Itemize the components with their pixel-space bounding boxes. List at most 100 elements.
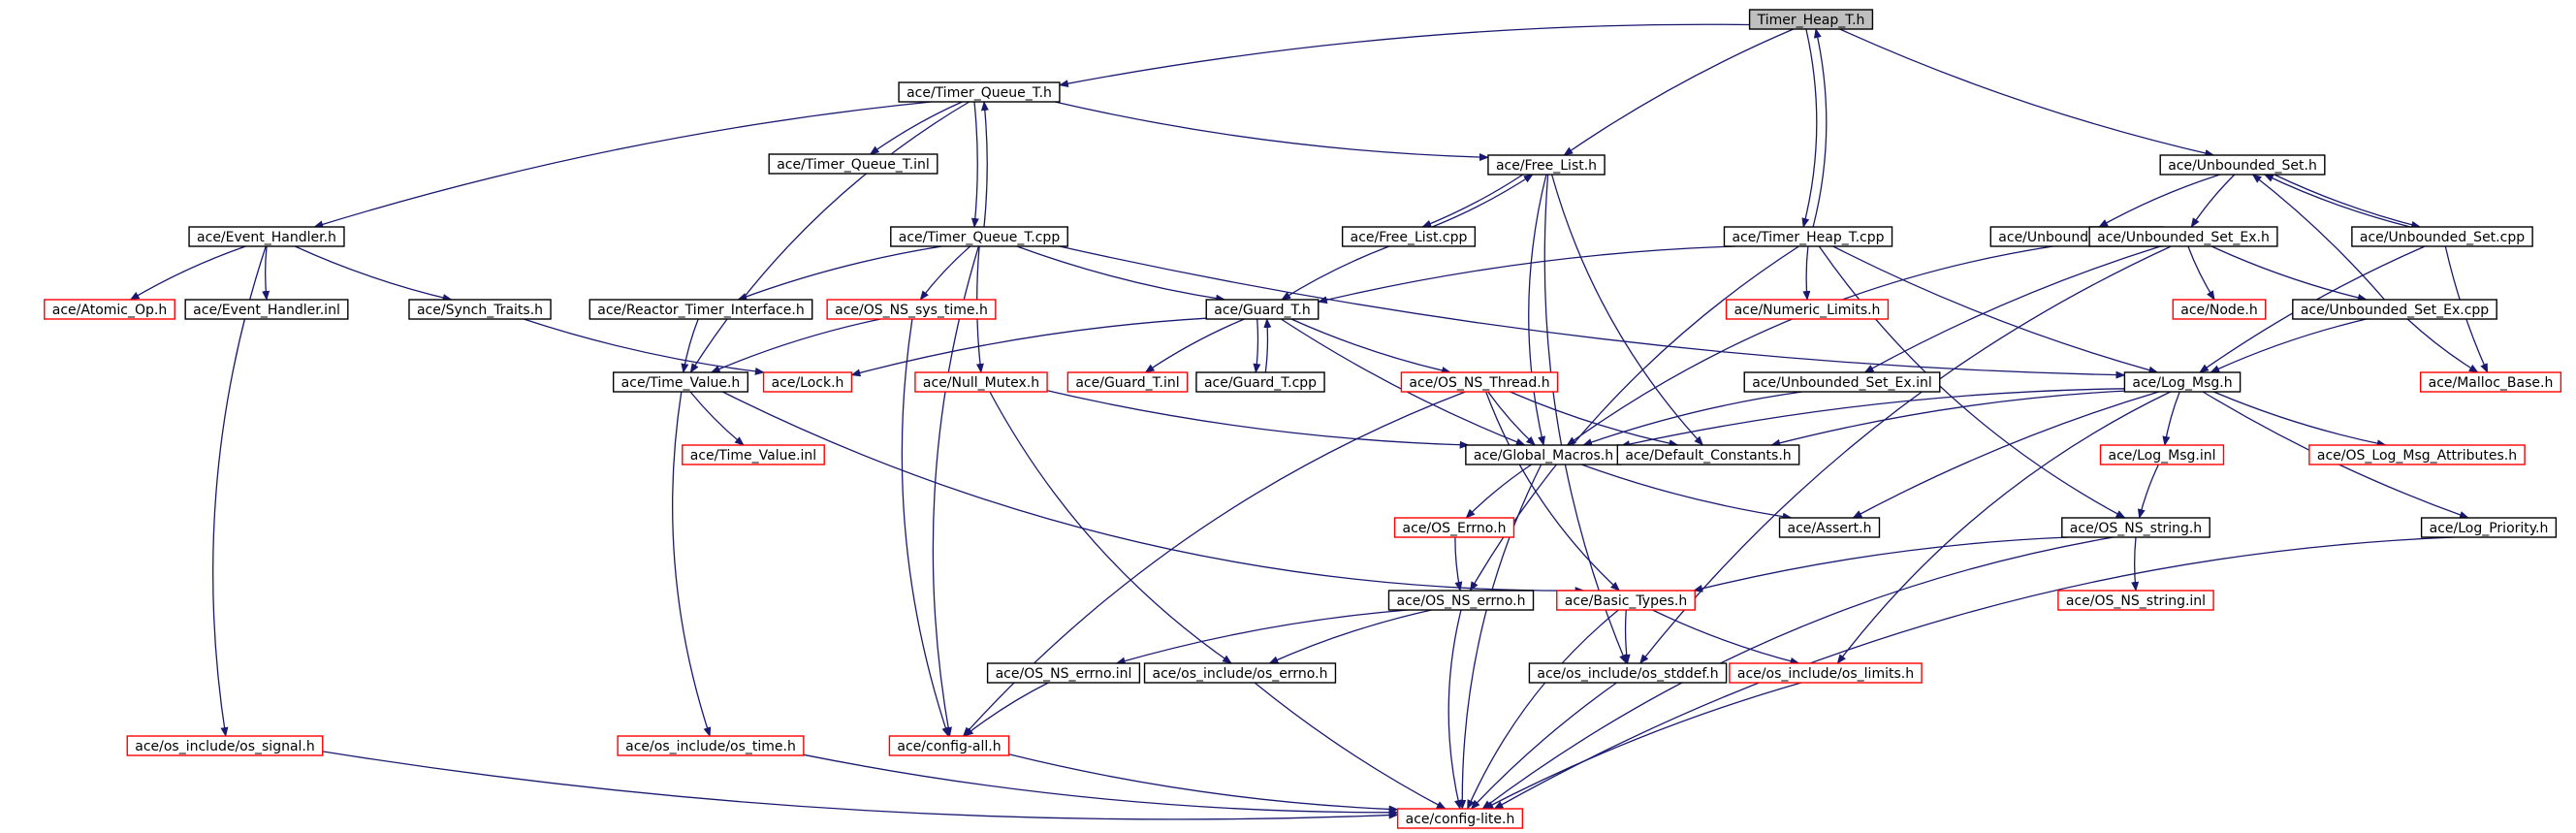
node-box — [1205, 299, 1320, 320]
node-label: ace/Global_Macros.h — [1474, 448, 1613, 464]
node-ace-log-msg-inl[interactable]: ace/Log_Msg.inl — [2099, 444, 2225, 465]
edge-n9-n31 — [1566, 245, 2053, 446]
edge-n31-n36 — [1581, 464, 1793, 521]
node-ace-time-value-inl[interactable]: ace/Time_Value.inl — [682, 444, 825, 465]
node-ace-timer-queue-t-h[interactable]: ace/Timer_Queue_T.h — [898, 81, 1061, 103]
node-ace-timer-queue-t-cpp[interactable]: ace/Timer_Queue_T.cpp — [890, 226, 1068, 247]
node-ace-log-msg-h[interactable]: ace/Log_Msg.h — [2123, 371, 2242, 393]
edge-n6-n1 — [980, 101, 989, 228]
node-ace-node-h[interactable]: ace/Node.h — [2172, 299, 2267, 320]
node-label: ace/Timer_Queue_T.cpp — [899, 230, 1061, 245]
node-box — [826, 299, 997, 320]
node-ace-default-constants-h[interactable]: ace/Default_Constants.h — [1616, 444, 1800, 465]
node-ace-os-include-os-limits-h[interactable]: ace/os_include/os_limits.h — [1729, 662, 1923, 684]
node-label: ace/OS_NS_sys_time.h — [835, 303, 988, 318]
node-ace-os-ns-string-inl[interactable]: ace/OS_NS_string.inl — [2057, 590, 2214, 611]
node-ace-os-ns-string-h[interactable]: ace/OS_NS_string.h — [2061, 517, 2210, 538]
node-ace-unbounded-set-cpp[interactable]: ace/Unbounded_Set.cpp — [2351, 226, 2533, 247]
edge-n28-n31 — [1620, 388, 2125, 448]
node-ace-os-include-os-signal-h[interactable]: ace/os_include/os_signal.h — [126, 735, 324, 756]
edge-n0-n1 — [1058, 23, 1750, 88]
node-timer-heap-t-h[interactable]: Timer_Heap_T.h — [1748, 9, 1874, 30]
node-ace-os-ns-errno-h[interactable]: ace/OS_NS_errno.h — [1387, 590, 1535, 611]
node-ace-assert-h[interactable]: ace/Assert.h — [1778, 517, 1881, 538]
edge-n15-n22 — [681, 318, 699, 373]
node-box — [1400, 371, 1559, 393]
edge-n37-n49 — [1481, 536, 2114, 810]
node-ace-log-priority-h[interactable]: ace/Log_Priority.h — [2420, 517, 2558, 538]
edge-n17-n26 — [1290, 318, 1452, 374]
node-label: ace/Default_Constants.h — [1625, 448, 1791, 464]
node-ace-malloc-base-h[interactable]: ace/Malloc_Base.h — [2419, 371, 2562, 393]
edge-n28-n32 — [1770, 390, 2125, 447]
edge-n8-n28 — [1832, 245, 2159, 374]
node-label: ace/config-lite.h — [1406, 812, 1515, 827]
node-ace-unbounded-set-ex-inl[interactable]: ace/Unbounded_Set_Ex.inl — [1743, 371, 1941, 393]
edge-n3-n11 — [2274, 174, 2422, 229]
node-ace-synch-traits-h[interactable]: ace/Synch_Traits.h — [408, 299, 552, 320]
node-label: ace/Guard_T.h — [1214, 303, 1311, 318]
node-ace-os-ns-thread-h[interactable]: ace/OS_NS_Thread.h — [1400, 371, 1559, 393]
node-box — [1066, 371, 1189, 393]
node-ace-atomic-op-h[interactable]: ace/Atomic_Op.h — [44, 299, 175, 320]
node-ace-os-errno-h[interactable]: ace/OS_Errno.h — [1393, 517, 1515, 538]
node-box — [1743, 371, 1941, 393]
node-label: ace/Free_List.h — [1496, 158, 1597, 174]
edge-n25-n17 — [1263, 318, 1272, 373]
node-ace-free-list-cpp[interactable]: ace/Free_List.cpp — [1341, 226, 1477, 247]
node-ace-time-value-h[interactable]: ace/Time_Value.h — [612, 371, 749, 393]
edge-n31-n35 — [1465, 464, 1533, 519]
node-ace-event-handler-h[interactable]: ace/Event_Handler.h — [188, 226, 345, 247]
node-ace-guard-t-cpp[interactable]: ace/Guard_T.cpp — [1195, 371, 1325, 393]
node-ace-os-ns-sys-time-h[interactable]: ace/OS_NS_sys_time.h — [826, 299, 997, 320]
edge-n16-n22 — [710, 318, 881, 373]
edge-n26-n32 — [1510, 391, 1679, 448]
node-box — [408, 299, 552, 320]
node-ace-os-include-os-stddef-h[interactable]: ace/os_include/os_stddef.h — [1528, 662, 1728, 684]
node-ace-os-log-msg-attributes-h[interactable]: ace/OS_Log_Msg_Attributes.h — [2308, 444, 2526, 465]
edge-n23-n31 — [1046, 390, 1470, 449]
node-label: ace/OS_NS_string.h — [2070, 521, 2202, 536]
node-box — [898, 81, 1061, 103]
node-ace-unbounded-set-ex-h[interactable]: ace/Unbounded_Set_Ex.h — [2088, 226, 2278, 247]
node-label: ace/Log_Msg.inl — [2109, 448, 2216, 464]
node-ace-os-ns-errno-inl[interactable]: ace/OS_NS_errno.inl — [986, 662, 1141, 684]
edge-n20-n28 — [2210, 318, 2367, 373]
node-ace-global-macros-h[interactable]: ace/Global_Macros.h — [1465, 444, 1622, 465]
node-ace-timer-heap-t-cpp[interactable]: ace/Timer_Heap_T.cpp — [1723, 226, 1893, 247]
node-box — [44, 299, 175, 320]
node-ace-guard-t-h[interactable]: ace/Guard_T.h — [1205, 299, 1320, 320]
node-ace-null-mutex-h[interactable]: ace/Null_Mutex.h — [914, 371, 1048, 393]
node-ace-basic-types-h[interactable]: ace/Basic_Types.h — [1556, 590, 1696, 611]
node-ace-timer-queue-t-inl[interactable]: ace/Timer_Queue_T.inl — [768, 153, 938, 175]
edge-n10-n27 — [1863, 245, 2161, 373]
node-ace-guard-t-inl[interactable]: ace/Guard_T.inl — [1066, 371, 1189, 393]
node-box — [1396, 808, 1524, 829]
node-label: ace/Assert.h — [1788, 521, 1872, 536]
edge-n45-n49 — [1483, 682, 1802, 810]
edge-n5-n13 — [262, 245, 270, 301]
node-ace-config-all-h[interactable]: ace/config-all.h — [888, 735, 1010, 756]
node-box — [2088, 226, 2278, 247]
node-ace-config-lite-h[interactable]: ace/config-lite.h — [1396, 808, 1524, 829]
node-ace-event-handler-inl[interactable]: ace/Event_Handler.inl — [184, 299, 349, 320]
node-label: ace/os_include/os_stddef.h — [1537, 666, 1718, 682]
node-ace-lock-h[interactable]: ace/Lock.h — [762, 371, 853, 393]
node-box — [126, 735, 324, 756]
node-box — [1748, 9, 1874, 30]
node-ace-os-include-os-errno-h[interactable]: ace/os_include/os_errno.h — [1143, 662, 1337, 684]
node-box — [184, 299, 349, 320]
node-label: ace/Guard_T.inl — [1075, 375, 1179, 391]
node-box — [1487, 154, 1606, 176]
node-box — [1387, 590, 1535, 611]
node-label: ace/Free_List.cpp — [1351, 230, 1468, 245]
node-ace-unbounded-set-ex-cpp[interactable]: ace/Unbounded_Set_Ex.cpp — [2292, 299, 2497, 320]
node-ace-numeric-limits-h[interactable]: ace/Numeric_Limits.h — [1725, 299, 1890, 320]
node-label: ace/OS_NS_Thread.h — [1409, 375, 1549, 391]
node-ace-reactor-timer-interface-h[interactable]: ace/Reactor_Timer_Interface.h — [588, 299, 813, 320]
node-box — [2099, 444, 2225, 465]
node-ace-os-include-os-time-h[interactable]: ace/os_include/os_time.h — [617, 735, 805, 756]
node-ace-unbounded-set-h[interactable]: ace/Unbounded_Set.h — [2159, 154, 2326, 176]
node-ace-free-list-h[interactable]: ace/Free_List.h — [1487, 154, 1606, 176]
node-label: ace/Reactor_Timer_Interface.h — [597, 303, 804, 318]
